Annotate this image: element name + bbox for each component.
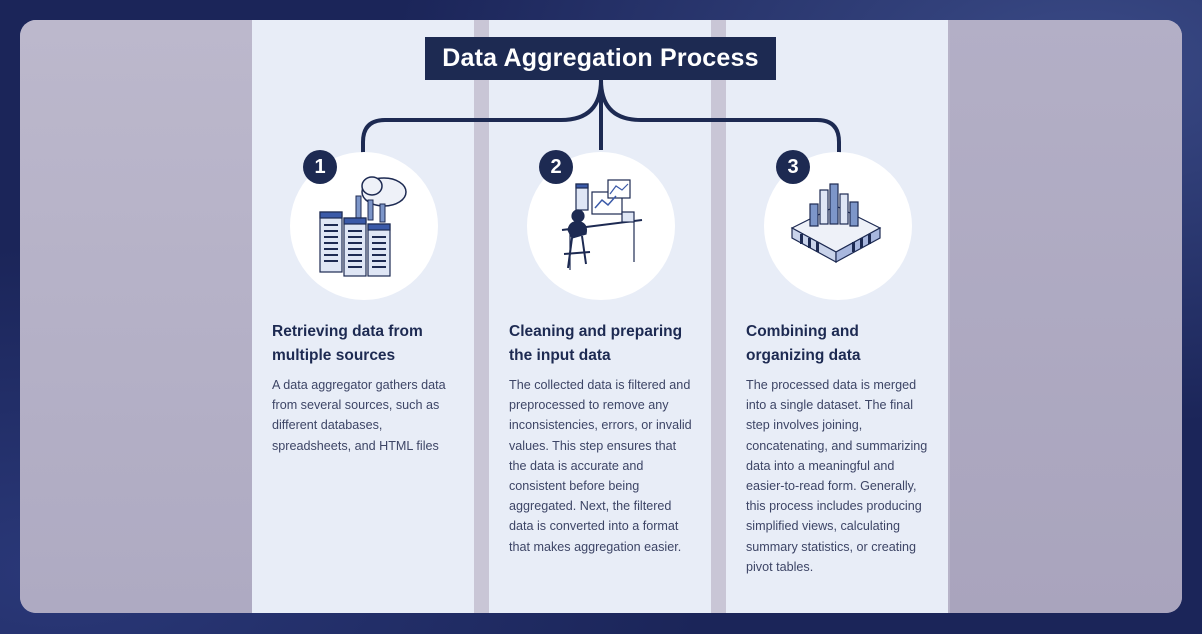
step-2-description: The collected data is filtered and prepr… xyxy=(509,378,692,554)
step-1-number-badge: 1 xyxy=(303,150,337,184)
content-panel xyxy=(20,20,1182,613)
diagram-title: Data Aggregation Process xyxy=(425,37,776,80)
panel-right-margin xyxy=(950,20,1182,613)
step-2-title: Cleaning and preparing the input data xyxy=(509,323,683,364)
column-divider xyxy=(711,20,726,613)
step-1-title: Retrieving data from multiple sources xyxy=(272,323,423,364)
step-3-number-badge: 3 xyxy=(776,150,810,184)
data-platform-icon xyxy=(790,183,882,264)
step-2-number-badge: 2 xyxy=(539,150,573,184)
step-3-title: Combining and organizing data xyxy=(746,323,861,364)
analyst-workstation-icon xyxy=(561,179,643,270)
column-divider xyxy=(474,20,489,613)
server-cloud-icon xyxy=(319,176,407,277)
step-3-description: The processed data is merged into a sing… xyxy=(746,378,928,574)
step-1-description: A data aggregator gathers data from seve… xyxy=(272,378,446,453)
panel-left-margin xyxy=(20,20,252,613)
